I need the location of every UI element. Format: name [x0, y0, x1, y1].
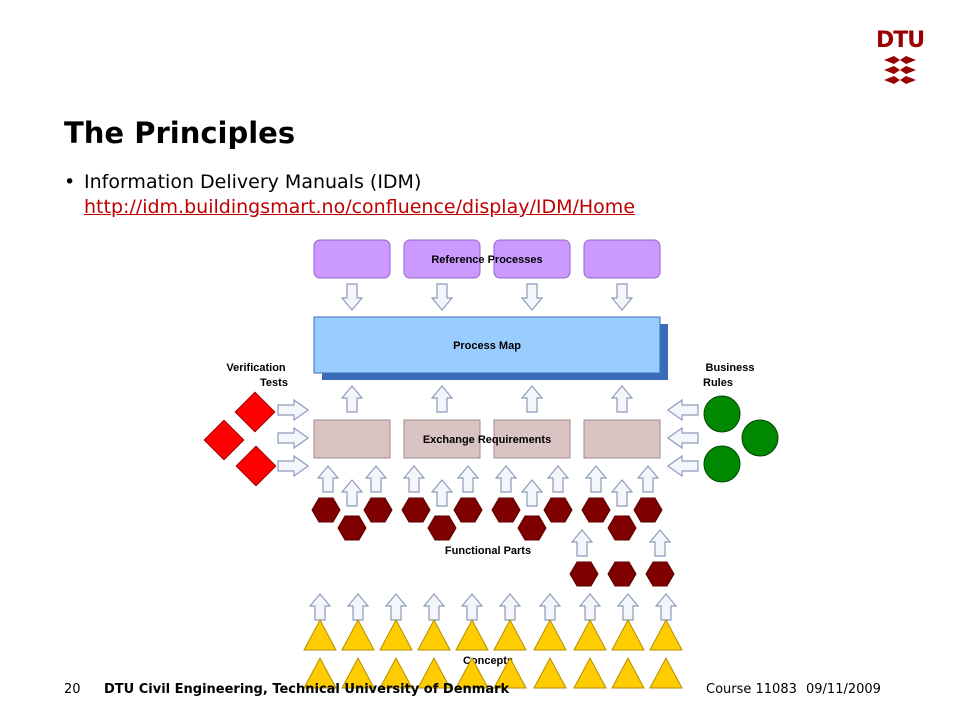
- footer-course: Course 11083: [706, 682, 797, 697]
- exchange-box-3: [493, 419, 571, 459]
- process-arrows: [341, 283, 633, 311]
- bullet-dot: •: [64, 171, 76, 193]
- business-label-1: Business: [706, 362, 755, 374]
- process-box-3: [493, 239, 571, 279]
- bullet-item: • Information Delivery Manuals (IDM) http…: [64, 170, 635, 220]
- concepts: Concepts: [303, 619, 683, 689]
- process-box-1: [313, 239, 391, 279]
- page-number: 20: [64, 682, 81, 697]
- verification-diamond-3: [235, 445, 277, 487]
- concept-arrows: [309, 593, 677, 621]
- business-label-2: Rules: [703, 377, 733, 389]
- business-circle-1: [703, 395, 741, 433]
- slide-title: The Principles: [64, 116, 296, 150]
- verification-label-1: Verification: [226, 362, 286, 374]
- business-circle-3: [703, 445, 741, 483]
- footer-date: 09/11/2009: [806, 682, 881, 697]
- process-box-4: [583, 239, 661, 279]
- business-rules: Business Rules: [667, 362, 779, 483]
- dtu-logo-mark: [884, 56, 916, 84]
- exchange-requirements-row: Exchange Requirements: [313, 419, 661, 459]
- dtu-logo: DTU: [876, 28, 925, 88]
- idm-diagram: Reference Processes Process Map Verifica…: [203, 239, 779, 689]
- exchange-arrows: [341, 385, 633, 413]
- functional-arrows: [317, 465, 659, 507]
- business-circle-2: [741, 419, 779, 457]
- footer: 20 DTU Civil Engineering, Technical Univ…: [0, 678, 960, 702]
- process-box-2: [403, 239, 481, 279]
- idm-link[interactable]: http://idm.buildingsmart.no/confluence/d…: [84, 196, 636, 218]
- footer-organization: DTU Civil Engineering, Technical Univers…: [104, 682, 510, 697]
- exchange-box-4: [583, 419, 661, 459]
- exchange-box-1: [313, 419, 391, 459]
- exchange-requirements-label: Exchange Requirements: [423, 434, 551, 446]
- process-map-label: Process Map: [453, 340, 521, 352]
- reference-processes-label: Reference Processes: [431, 254, 542, 266]
- verification-label-2: Tests: [260, 377, 288, 389]
- exchange-box-2: [403, 419, 481, 459]
- process-map: Process Map: [313, 316, 668, 380]
- bullet-text: Information Delivery Manuals (IDM): [84, 171, 422, 193]
- verification-diamond-1: [234, 391, 276, 433]
- verification-tests: Verification Tests: [203, 362, 309, 487]
- process-map-box: [313, 316, 661, 374]
- reference-processes-row: Reference Processes: [313, 239, 661, 279]
- functional-parts-label: Functional Parts: [445, 545, 531, 557]
- functional-parts: Functional Parts: [311, 497, 675, 587]
- dtu-logo-text: DTU: [876, 28, 925, 53]
- verification-diamond-2: [203, 419, 245, 461]
